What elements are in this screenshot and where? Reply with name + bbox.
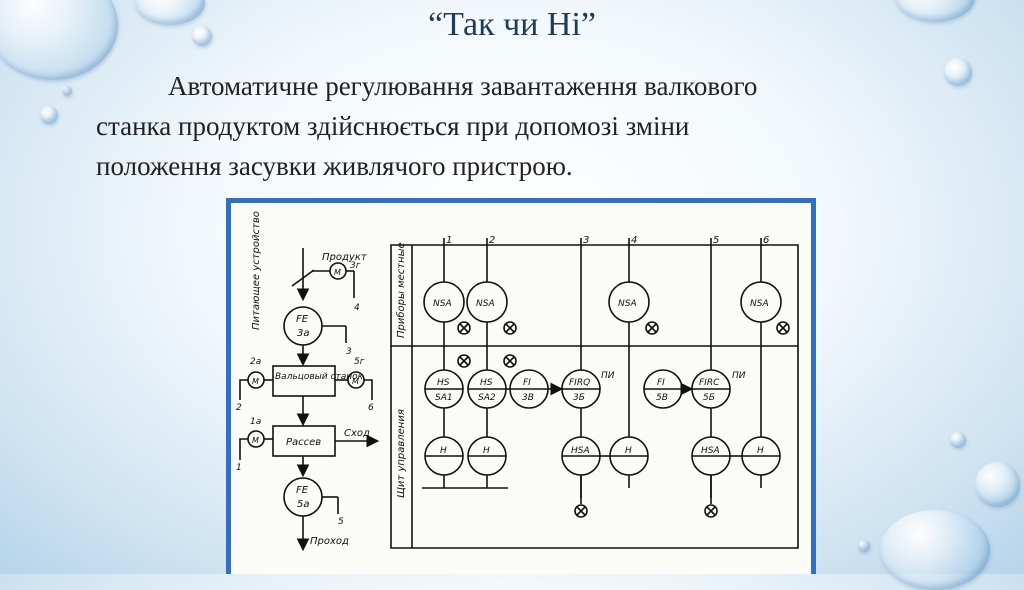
pi-label: ПИ bbox=[732, 371, 746, 381]
panel-h: H bbox=[440, 446, 447, 456]
paragraph-line: станка продуктом здійснюється при допомо… bbox=[96, 111, 690, 141]
water-drop bbox=[62, 86, 72, 96]
tag-6: 6 bbox=[368, 403, 374, 413]
lamp-icon bbox=[645, 321, 659, 335]
motor-2a-wire bbox=[239, 379, 248, 400]
motor-1a-tag: М bbox=[252, 436, 259, 445]
lamp-icon bbox=[503, 354, 517, 368]
lamp-icon bbox=[704, 504, 718, 518]
water-drop bbox=[975, 462, 1020, 507]
feeder-gate bbox=[291, 269, 315, 287]
tag-3: 3 bbox=[346, 347, 352, 357]
tag-1: 1 bbox=[236, 463, 242, 473]
lamp-icon bbox=[574, 504, 588, 518]
motor-5g-tag: М bbox=[352, 377, 359, 386]
water-drop bbox=[858, 540, 870, 552]
fe-5a-tag: FE bbox=[296, 485, 309, 496]
water-drop bbox=[40, 106, 58, 124]
local-instruments-label: Приборы местные bbox=[395, 242, 407, 338]
lamp-icon bbox=[503, 321, 517, 335]
panel-tag: FI bbox=[523, 378, 531, 388]
water-drop bbox=[944, 58, 972, 86]
water-drop bbox=[950, 432, 966, 448]
sifter-label: Рассев bbox=[286, 437, 321, 448]
column-number: 6 bbox=[763, 235, 769, 246]
motor-2a-tag: М bbox=[252, 377, 259, 386]
column-number: 4 bbox=[631, 235, 637, 246]
motor-3g-tag: М bbox=[334, 268, 341, 277]
panel-frame bbox=[390, 244, 799, 549]
panel-tag: FIRC bbox=[699, 378, 720, 388]
panel-tag: HS bbox=[480, 378, 493, 388]
panel-h: H bbox=[625, 446, 632, 456]
column-number: 3 bbox=[583, 235, 589, 246]
mill-label: Вальцовый станок bbox=[275, 372, 364, 382]
fe-3a-num: 3а bbox=[297, 328, 310, 339]
nsa-local-4 bbox=[608, 281, 650, 323]
panel-num: SA2 bbox=[478, 393, 496, 403]
lamp-icon bbox=[457, 321, 471, 335]
process-control-diagram: Питающее устройство Продукт М 3г 4 FE 3а… bbox=[226, 198, 816, 574]
panel-num: 3Б bbox=[573, 393, 585, 403]
mill-box bbox=[272, 365, 336, 397]
fe-5a-num: 5а bbox=[297, 499, 310, 510]
panel-tag: HS bbox=[437, 378, 450, 388]
panel-hsa: HSA bbox=[701, 446, 720, 456]
panel-h: H bbox=[483, 446, 490, 456]
water-drop bbox=[895, 0, 975, 22]
nsa-label: NSA bbox=[750, 299, 769, 309]
nsa-label: NSA bbox=[618, 299, 637, 309]
slide-paragraph: Автоматичне регулювання завантаження вал… bbox=[96, 66, 926, 186]
slide-title: “Так чи Ні” bbox=[427, 6, 596, 43]
nsa-label: NSA bbox=[476, 299, 495, 309]
panel-h: H bbox=[757, 446, 764, 456]
control-panel-label: Щит управления bbox=[396, 409, 407, 498]
tag-2a: 2а bbox=[250, 357, 261, 367]
lamp-icon bbox=[776, 321, 790, 335]
tag-4: 4 bbox=[354, 303, 360, 313]
nsa-local-1 bbox=[423, 281, 465, 323]
paragraph-line: положення засувки живлячого пристрою. bbox=[96, 151, 573, 181]
tag-5: 5 bbox=[338, 517, 344, 527]
pass-label: Проход bbox=[310, 536, 349, 547]
panel-tag: FIRQ bbox=[569, 378, 590, 388]
fe-3a-tag: FE bbox=[296, 314, 309, 325]
nsa-label: NSA bbox=[433, 299, 452, 309]
panel-num: 5Б bbox=[703, 393, 715, 403]
panel-num: 3В bbox=[522, 393, 534, 403]
motor-1a-wire bbox=[239, 438, 248, 460]
motor-5g-wire bbox=[364, 379, 373, 400]
column-number: 5 bbox=[713, 235, 719, 246]
panel-tag: FI bbox=[657, 378, 665, 388]
panel-num: 5В bbox=[656, 393, 668, 403]
tag-3g: 3г bbox=[350, 261, 361, 271]
tag-5g: 5г bbox=[354, 357, 365, 367]
water-drop bbox=[192, 26, 212, 46]
outlet-label: Сход bbox=[344, 428, 370, 439]
pi-label: ПИ bbox=[601, 371, 615, 381]
column-number: 2 bbox=[489, 235, 495, 246]
tag-1a: 1а bbox=[250, 417, 261, 427]
water-drop bbox=[880, 510, 990, 590]
column-number: 1 bbox=[446, 235, 452, 246]
paragraph-line: Автоматичне регулювання завантаження вал… bbox=[168, 71, 758, 101]
tag-2: 2 bbox=[236, 403, 242, 413]
product-label: Продукт bbox=[322, 252, 368, 263]
feeder-label: Питающее устройство bbox=[251, 211, 262, 330]
nsa-local-6 bbox=[740, 281, 782, 323]
nsa-local-2 bbox=[466, 281, 508, 323]
panel-hsa: HSA bbox=[571, 446, 590, 456]
panel-num: SA1 bbox=[435, 393, 453, 403]
lamp-icon bbox=[457, 354, 471, 368]
